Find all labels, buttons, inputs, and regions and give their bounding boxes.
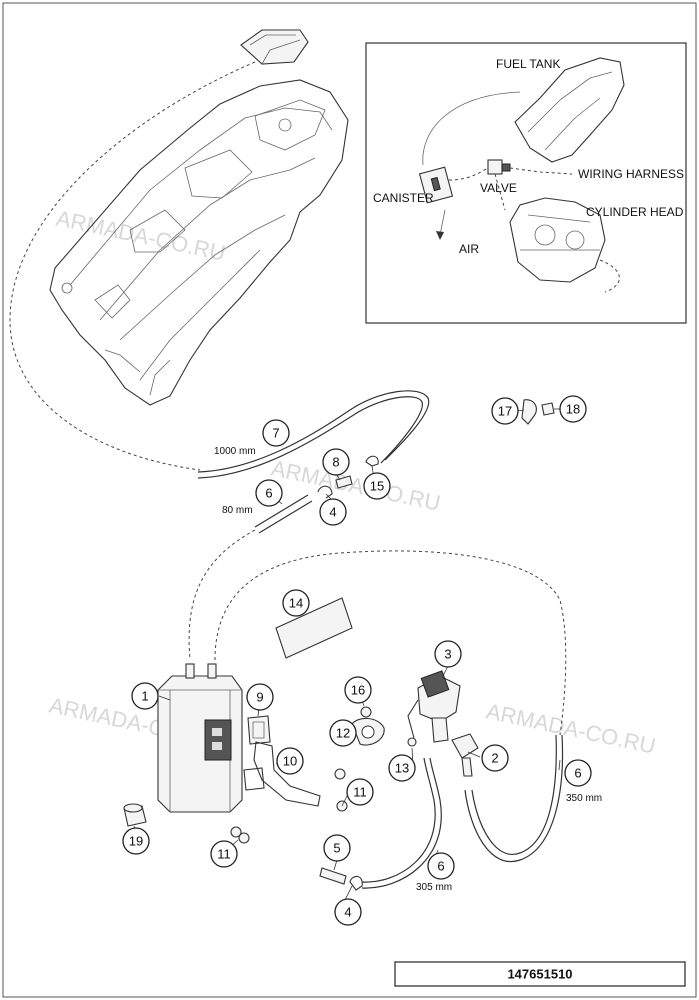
svg-text:10: 10 [283, 754, 297, 769]
callout-3: 3 [434, 640, 462, 668]
dim-1000mm: 1000 mm [214, 446, 256, 457]
small-parts [123, 399, 555, 891]
callout-4-top: 4 [319, 498, 347, 526]
svg-text:6: 6 [437, 859, 444, 874]
watermark-5: ARMADA-CO.RU [484, 698, 658, 758]
callout-6-80mm: 6 [255, 479, 283, 507]
svg-text:9: 9 [256, 690, 263, 705]
label-air: AIR [459, 242, 479, 256]
svg-text:5: 5 [333, 841, 340, 856]
svg-text:1: 1 [141, 689, 148, 704]
callout-16: 16 [344, 676, 372, 704]
dashed-link-tank-hose [9, 61, 256, 471]
part-1-canister [157, 663, 243, 813]
fuel-tank-drawing [9, 29, 349, 471]
dim-305mm: 305 mm [416, 882, 452, 893]
callout-2: 2 [481, 744, 509, 772]
callout-6-305mm: 6 [427, 852, 455, 880]
svg-text:6: 6 [574, 766, 581, 781]
drawing-number: 147651510 [507, 967, 572, 982]
svg-text:3: 3 [444, 647, 451, 662]
callout-8: 8 [322, 448, 350, 476]
label-wiring-harness: WIRING HARNESS [578, 167, 684, 181]
system-overview-inset: FUEL TANK WIRING HARNESS CANISTER VALVE … [365, 42, 687, 324]
dim-80mm: 80 mm [222, 505, 253, 516]
hose-6-305mm [361, 757, 442, 889]
callout-6-350mm: 6 [564, 759, 592, 787]
svg-text:11: 11 [353, 785, 367, 800]
svg-text:6: 6 [265, 486, 272, 501]
callout-1: 1 [131, 682, 159, 710]
hose-6-80mm [254, 494, 313, 534]
svg-text:18: 18 [566, 402, 580, 417]
callout-17: 17 [491, 397, 519, 425]
svg-text:11: 11 [217, 847, 231, 862]
hose-7 [197, 390, 430, 473]
callout-14: 14 [282, 589, 310, 617]
part-14-label [275, 597, 353, 659]
callout-10: 10 [276, 747, 304, 775]
label-valve: VALVE [480, 181, 517, 195]
svg-text:15: 15 [370, 479, 384, 494]
label-cylinder-head: CYLINDER HEAD [586, 205, 684, 219]
svg-text:7: 7 [272, 426, 279, 441]
callout-4-bottom: 4 [334, 898, 362, 926]
svg-text:13: 13 [395, 761, 409, 776]
hose-6-350mm [464, 734, 564, 863]
watermark-3: ARMADA-CO.RU [269, 455, 443, 515]
callout-11-right: 11 [346, 778, 374, 806]
svg-text:8: 8 [332, 455, 339, 470]
callout-13: 13 [388, 754, 416, 782]
hoses [188, 390, 567, 889]
callout-15: 15 [363, 472, 391, 500]
callout-9: 9 [246, 683, 274, 711]
drawing-number-box: 147651510 [394, 961, 686, 987]
callout-19: 19 [122, 827, 150, 855]
label-fuel-tank: FUEL TANK [496, 57, 560, 71]
svg-text:4: 4 [344, 905, 351, 920]
svg-text:19: 19 [129, 834, 143, 849]
watermark-1: ARMADA-CO.RU [54, 205, 228, 265]
callout-7: 7 [262, 419, 290, 447]
svg-text:17: 17 [498, 404, 512, 419]
part-3-valve [407, 670, 461, 747]
label-canister: CANISTER [373, 191, 434, 205]
svg-text:16: 16 [351, 683, 365, 698]
svg-text:14: 14 [289, 596, 303, 611]
callout-18: 18 [559, 395, 587, 423]
callout-5: 5 [323, 834, 351, 862]
svg-text:2: 2 [491, 751, 498, 766]
svg-text:4: 4 [329, 505, 336, 520]
dim-350mm: 350 mm [566, 793, 602, 804]
callout-11-left: 11 [210, 840, 238, 868]
callout-12: 12 [329, 719, 357, 747]
svg-text:12: 12 [336, 726, 350, 741]
